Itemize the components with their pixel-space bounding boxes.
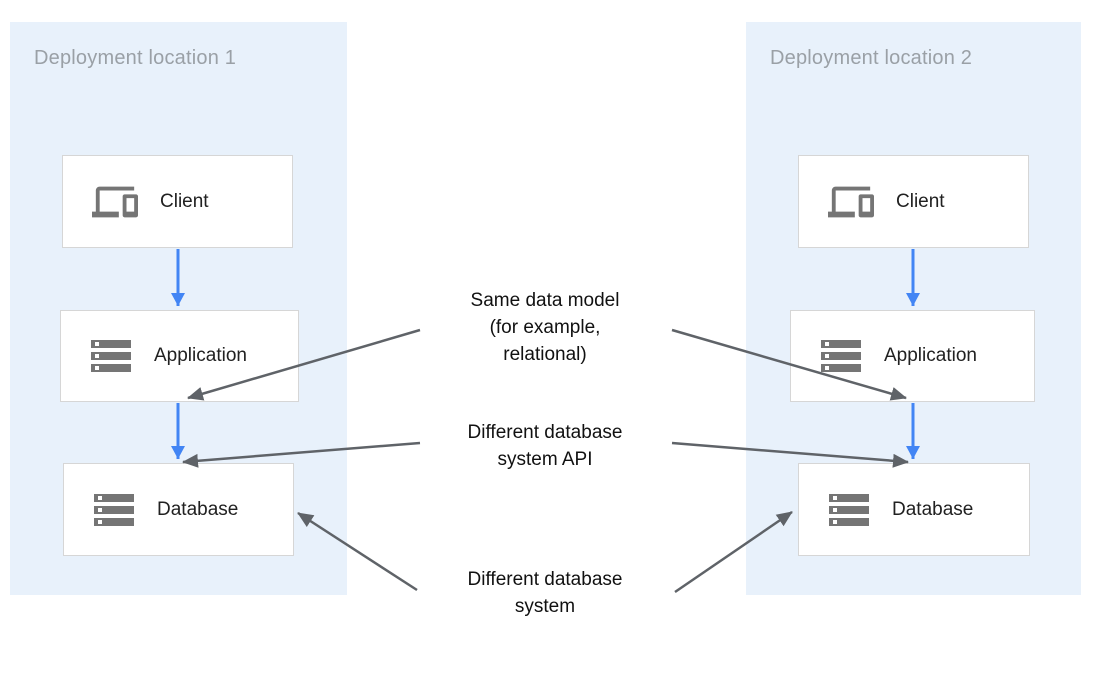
storage-icon	[823, 486, 875, 534]
devices-icon	[823, 179, 879, 225]
database-box-2: Database	[798, 463, 1030, 556]
storage-icon	[85, 332, 137, 380]
storage-icon	[88, 486, 140, 534]
panel-title: Deployment location 1	[34, 47, 237, 69]
node-label: Database	[892, 498, 974, 520]
panel-title: Deployment location 2	[770, 47, 973, 69]
node-label: Application	[154, 345, 247, 366]
storage-icon	[815, 332, 867, 380]
devices-icon	[87, 179, 143, 225]
annotation-same-data-model: Same data model (for example, relational…	[470, 290, 620, 365]
application-box-2: Application	[790, 310, 1035, 402]
node-label: Client	[160, 190, 209, 212]
node-label: Client	[896, 190, 945, 212]
client-box-1: Client	[62, 155, 293, 248]
annotation-different-database-system: Different database system	[467, 569, 623, 617]
node-label: Application	[884, 345, 977, 366]
annotation-different-database-system-api: Different database system API	[467, 422, 623, 470]
application-box-1: Application	[60, 310, 299, 402]
client-box-2: Client	[798, 155, 1029, 248]
database-box-1: Database	[63, 463, 294, 556]
node-label: Database	[157, 498, 239, 520]
